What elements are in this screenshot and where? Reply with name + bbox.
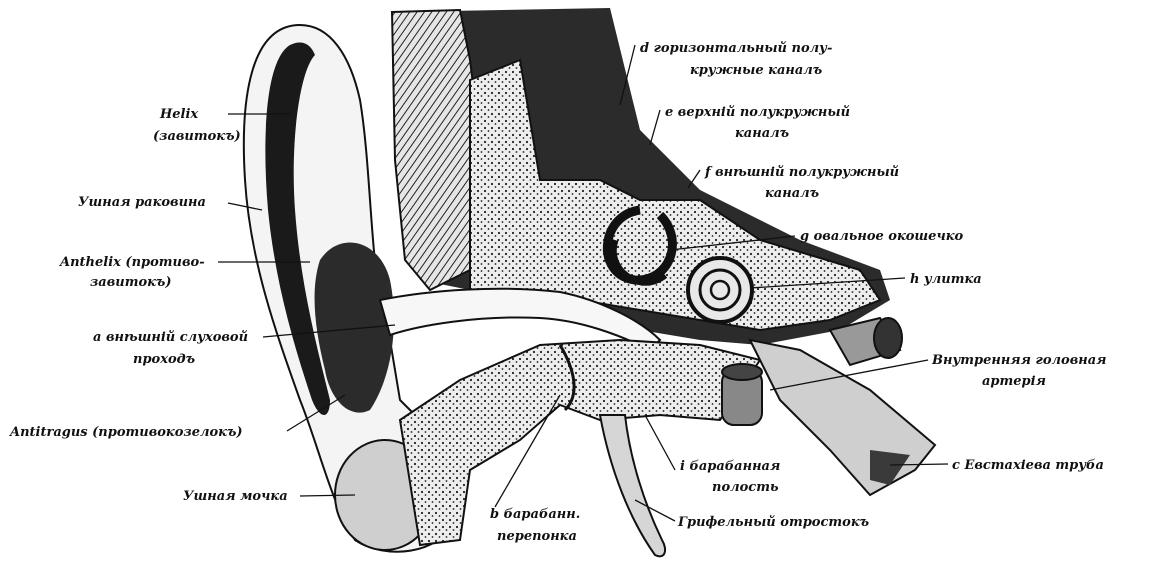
label-carotid: Внутренняя головная bbox=[931, 353, 1106, 368]
carotid-artery bbox=[722, 364, 762, 425]
label-eardrum-2: перепонка bbox=[497, 529, 577, 544]
label-canal-d: d горизонтальный полу- bbox=[640, 41, 832, 56]
label-helix: Helix bbox=[159, 107, 198, 122]
label-canal-f-2: каналъ bbox=[765, 186, 819, 201]
label-cochlea: h улитка bbox=[910, 272, 982, 287]
label-lobule: Ушная мочка bbox=[183, 489, 288, 504]
cochlea-shape bbox=[688, 258, 752, 322]
label-tympanic-2: полость bbox=[712, 480, 779, 495]
label-anthelix: Anthelix (противо- bbox=[58, 255, 205, 270]
label-eustachian: c Евстахіева труба bbox=[952, 458, 1104, 473]
label-helix-ru: (завитокъ) bbox=[153, 129, 241, 144]
label-canal-e: e верхній полукружный bbox=[665, 105, 850, 120]
label-canal-d-2: кружные каналъ bbox=[690, 63, 822, 78]
label-carotid-2: артерія bbox=[982, 374, 1046, 389]
label-tympanic: i барабанная bbox=[680, 459, 780, 474]
label-antitragus: Antitragus (противокозелокъ) bbox=[8, 425, 243, 440]
skull-wall bbox=[392, 10, 480, 290]
label-eardrum: b барабанн. bbox=[490, 507, 580, 522]
label-anthelix-ru: завитокъ) bbox=[90, 275, 172, 290]
label-concha: Ушная раковина bbox=[78, 195, 206, 210]
label-meatus-2: проходъ bbox=[133, 352, 195, 367]
label-canal-f: f внѣшній полукружный bbox=[704, 165, 899, 180]
styloid-shape bbox=[600, 415, 665, 556]
label-styloid: Грифельный отростокъ bbox=[677, 515, 869, 530]
label-canal-e-2: каналъ bbox=[735, 126, 789, 141]
label-meatus: a внѣшній слуховой bbox=[93, 330, 248, 345]
label-oval-window: g овальное окошечко bbox=[800, 229, 964, 244]
